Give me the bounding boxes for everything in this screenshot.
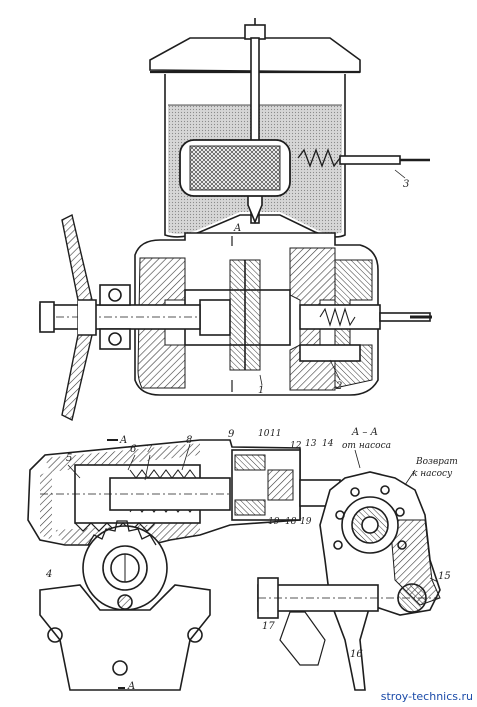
section-view-return-line1: Возврат <box>416 457 458 467</box>
callout-17: 17 <box>262 621 275 632</box>
section-mark-a-pump: A <box>234 223 242 234</box>
callout-14: 14 <box>322 439 334 449</box>
reservoir-cap <box>244 24 266 40</box>
section-view-from-pump: от насоса <box>342 441 391 451</box>
callout-8: 8 <box>186 435 193 446</box>
callout-7: 7 <box>146 444 153 455</box>
callout-19b: 19 <box>300 517 312 527</box>
section-a-a-view <box>257 449 441 691</box>
callout-5: 5 <box>66 453 73 464</box>
callout-12: 12 <box>290 441 302 451</box>
callout-13: 13 <box>305 439 317 449</box>
outlet-spring <box>297 148 341 168</box>
callout-6: 6 <box>130 444 137 455</box>
section-mark-a-top: A <box>120 435 128 446</box>
callout-3: 3 <box>403 179 410 190</box>
sector-gear <box>82 520 168 611</box>
callout-2: 2 <box>336 381 343 392</box>
watermark: stroy-technics.ru <box>380 690 473 703</box>
callout-9: 9 <box>228 429 235 440</box>
callout-10: 10 <box>258 429 270 439</box>
callout-4: 4 <box>46 569 53 580</box>
callout-19a: 19 <box>268 517 280 527</box>
callout-1: 1 <box>258 385 265 396</box>
callout-18: 18 <box>285 517 297 527</box>
callout-15: 15 <box>438 571 451 582</box>
front-bearing <box>99 284 131 306</box>
section-view-title: A – A <box>352 427 378 438</box>
callout-11: 11 <box>270 429 282 439</box>
pump-assembly <box>39 18 432 422</box>
callout-16: 16 <box>350 649 363 660</box>
section-view-return-line2: к насосу <box>412 469 453 479</box>
steering-arm <box>279 611 326 666</box>
reservoir-body <box>164 74 346 238</box>
section-mark-a-bottom: A <box>128 681 136 692</box>
